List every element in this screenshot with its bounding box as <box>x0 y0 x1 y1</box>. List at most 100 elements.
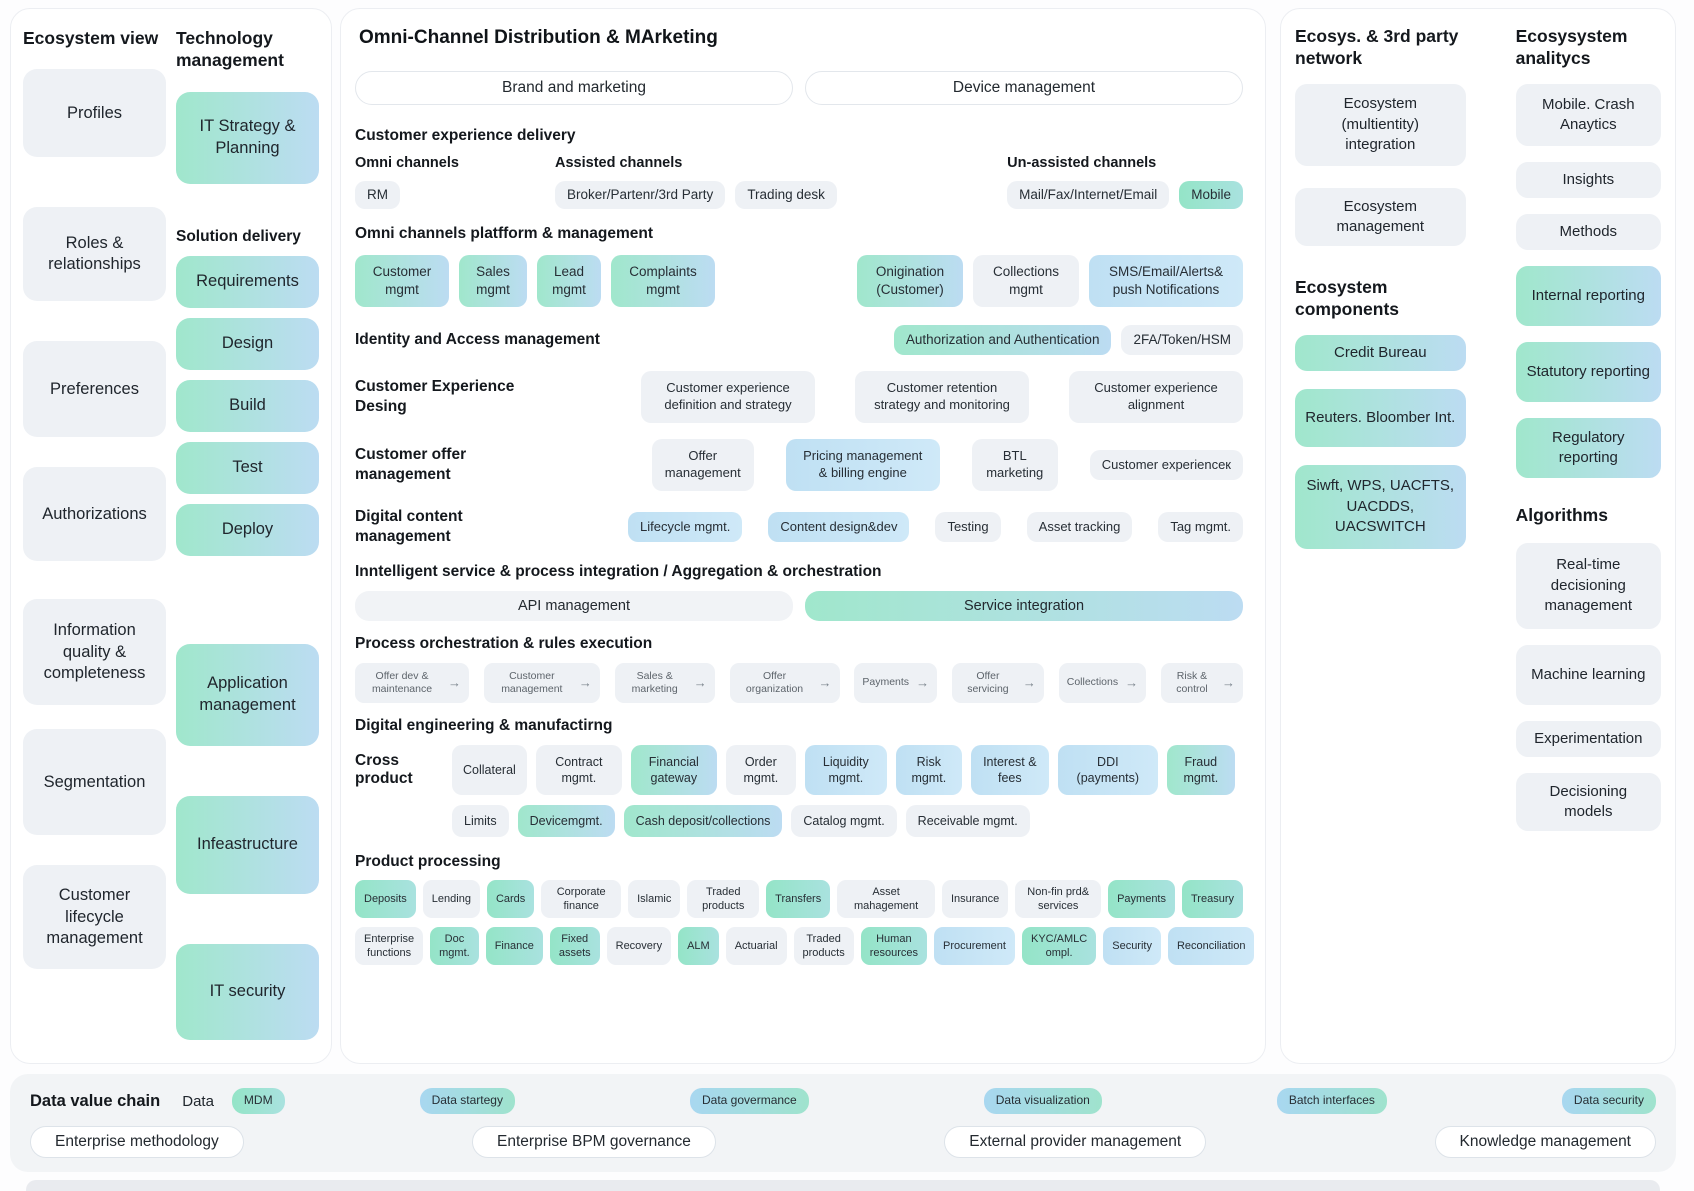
ecosystem-network-column: Ecosys. & 3rd party network Ecosystem (m… <box>1295 25 1466 1047</box>
ecosystem-components-title: Ecosystem components <box>1295 276 1400 320</box>
chip-devicemgmt: Devicemgmt. <box>517 805 615 838</box>
section-header-digital-engineering: Digital engineering & manufactirng <box>355 717 613 735</box>
mdm-chip-wrap: MDM <box>231 1088 285 1114</box>
chip-traded-products: Traded products <box>793 927 854 966</box>
chip-information-quality-completeness: Information quality & completeness <box>23 599 166 706</box>
chip-test: Test <box>176 441 319 494</box>
omni-channel-panel: Omni-Channel Distribution & MArketing Br… <box>340 8 1266 1064</box>
chip-mobile-crash-anaytics: Mobile. Crash Anaytics <box>1515 83 1661 146</box>
chip-customer-retention-strategy-and-monitoring: Customer retention strategy and monitori… <box>855 371 1029 423</box>
chip-segmentation: Segmentation <box>23 729 166 836</box>
section-header-digital-content: Digital content management <box>355 508 463 546</box>
service-integration-pill[interactable]: Service integration <box>805 591 1243 622</box>
chip-deposits: Deposits <box>355 880 416 919</box>
page-title: Omni-Channel Distribution & MArketing <box>359 27 718 48</box>
chip-mobile: Mobile <box>1179 181 1243 209</box>
unassisted-channels-column: Un-assisted channels Mail/Fax/Internet/E… <box>1007 155 1243 209</box>
chip-knowledge-management[interactable]: Knowledge management <box>1434 1126 1656 1158</box>
chip-lead-mgmt: Lead mgmt <box>537 255 601 307</box>
chip-rm: RM <box>355 181 400 209</box>
chip-machine-learning: Machine learning <box>1515 644 1661 705</box>
ecosystem-analytics-column: Ecosysystem analitycs Mobile. Crash Anay… <box>1515 25 1661 1047</box>
chip-security: Security <box>1103 927 1161 966</box>
chip-fraud-mgmt: Fraud mgmt. <box>1166 745 1235 796</box>
chip-roles-relationships: Roles & relationships <box>23 207 166 302</box>
chip-decisioning-models: Decisioning models <box>1515 772 1661 831</box>
chip-non-fin-prd-services: Non-fin prd& services <box>1015 880 1102 919</box>
arrow-right-icon: → <box>1221 674 1235 690</box>
chip-cash-deposit-collections: Cash deposit/collections <box>623 805 783 838</box>
cx-design-chips: Customer experience definition and strat… <box>641 371 1243 423</box>
chip-methods: Methods <box>1515 214 1661 251</box>
chip-profiles: Profiles <box>23 69 166 158</box>
tab-brand-and-marketing[interactable]: Brand and marketing <box>355 71 793 105</box>
chip-islamic: Islamic <box>628 880 681 919</box>
chip-corporate-finance: Corporate finance <box>541 880 622 919</box>
chip-reconciliation: Reconciliation <box>1167 927 1255 966</box>
chip-btl-marketing: BTL marketing <box>971 439 1058 491</box>
chip-lifecycle-mgmt: Lifecycle mgmt. <box>628 512 743 543</box>
chip-fixed-assets: Fixed assets <box>549 927 600 966</box>
chip-collateral: Collateral <box>452 745 527 796</box>
algorithms-title: Algorithms <box>1515 505 1608 526</box>
api-management-pill[interactable]: API management <box>355 591 793 622</box>
chip-external-provider-management[interactable]: External provider management <box>944 1126 1207 1158</box>
ecosystem-network-title: Ecosys. & 3rd party network <box>1295 26 1459 69</box>
arrow-right-icon: → <box>818 674 832 690</box>
chip-data-security: Data security <box>1561 1088 1656 1114</box>
chip-pricing-management-billing-engine: Pricing management & billing engine <box>785 439 940 491</box>
chip-sms-email-alerts-push-notifications: SMS/Email/Alerts& push Notifications <box>1089 255 1243 307</box>
chip-collections-mgmt: Collections mgmt <box>973 255 1079 307</box>
chip-enterprise-functions: Enterprise functions <box>355 927 424 966</box>
omni-channels-column: Omni channels RM <box>355 155 555 209</box>
identity-row: Identity and Access management Authoriza… <box>355 325 1243 355</box>
chip-offer-servicing: Offer servicing→ <box>951 663 1044 704</box>
chip-data-govermance: Data govermance <box>690 1088 809 1114</box>
chip-risk-mgmt: Risk mgmt. <box>895 745 962 796</box>
chip-offer-dev-maintenance: Offer dev & maintenance→ <box>355 663 469 704</box>
digital-content-row: Digital content management Lifecycle mgm… <box>355 507 1243 547</box>
chip-recovery: Recovery <box>606 927 672 966</box>
ecosystem-analytics-title: Ecosysystem analitycs <box>1515 26 1628 69</box>
arrow-right-icon: → <box>916 674 930 690</box>
ecosystem-view-title: Ecosystem view <box>23 28 159 48</box>
chip-onigination-customer: Onigination (Customer) <box>857 255 963 307</box>
section-header-omni-channels-platform: Omni channels platfform & management <box>355 225 653 242</box>
chip-enterprise-methodology[interactable]: Enterprise methodology <box>30 1126 244 1158</box>
chip-ddi-payments: DDI (payments) <box>1057 745 1158 796</box>
cross-product-label: Cross product <box>355 752 413 788</box>
chip-alm: ALM <box>678 927 719 966</box>
section-header-cx-design: Customer Experience Desing <box>355 377 515 415</box>
chip-enterprise-bpm-governance[interactable]: Enterprise BPM governance <box>472 1126 716 1158</box>
chip-catalog-mgmt: Catalog mgmt. <box>791 805 897 838</box>
governance-pills-row: Enterprise methodology Enterprise BPM gov… <box>30 1126 1656 1158</box>
chip-doc-mgmt: Doc mgmt. <box>430 927 479 966</box>
chip-credit-bureau: Credit Bureau <box>1295 334 1466 371</box>
arrow-right-icon: → <box>693 674 707 690</box>
chip-human-resources: Human resources <box>860 927 927 966</box>
chip-reuters-bloomber-int: Reuters. Bloomber Int. <box>1295 388 1466 447</box>
chip-interest-fees: Interest & fees <box>970 745 1049 796</box>
chip-receivable-mgmt: Receivable mgmt. <box>905 805 1030 838</box>
chip-collections: Collections→ <box>1058 663 1147 704</box>
technology-management-title: Technology management <box>176 28 284 71</box>
chip-application-management: Application management <box>176 643 319 746</box>
chip-experimentation: Experimentation <box>1515 720 1661 757</box>
chip-contract-mgmt: Contract mgmt. <box>535 745 622 796</box>
chip-procurement: Procurement <box>934 927 1015 966</box>
tab-device-management[interactable]: Device management <box>805 71 1243 105</box>
process-orchestration-chips: Offer dev & maintenance→Customer managem… <box>355 663 1243 704</box>
arrow-right-icon: → <box>448 674 461 690</box>
section-header-product-processing: Product processing <box>355 853 501 871</box>
chip-insights: Insights <box>1515 161 1661 199</box>
data-value-chain-label: Data value chain <box>30 1091 161 1110</box>
